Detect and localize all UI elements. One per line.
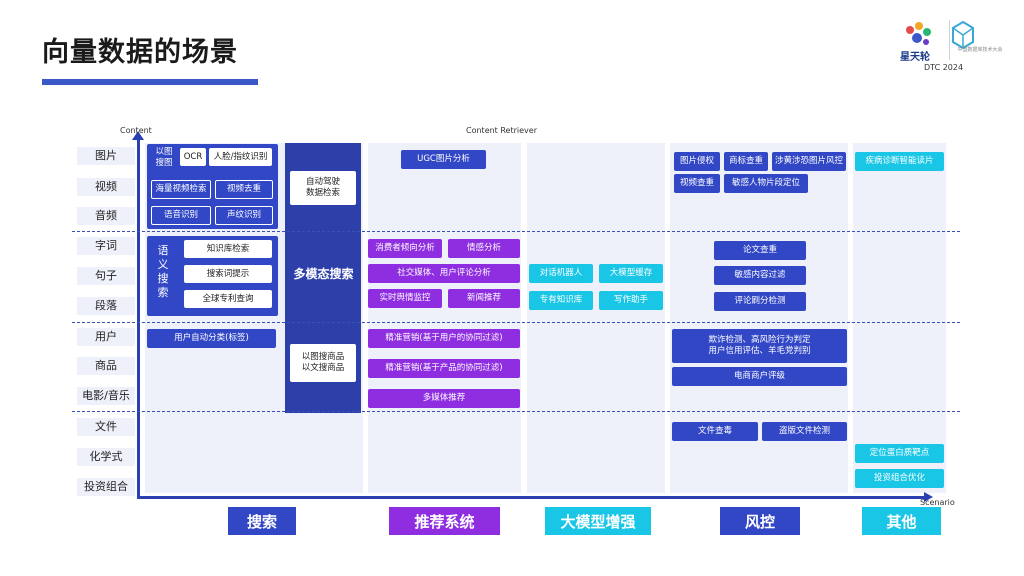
trademark-box: 商标查重 <box>724 152 768 171</box>
video-dedup-box: 视频去重 <box>215 180 273 199</box>
row-label: 文件 <box>77 418 135 436</box>
file-check-box: 文件查毒 <box>672 422 758 441</box>
row-label: 段落 <box>77 297 135 315</box>
column-recommend-bg <box>368 143 521 493</box>
org-name: 中国数据库技术大会 <box>957 47 1003 53</box>
goods-search-box: 以图搜商品 以文搜商品 <box>290 344 356 382</box>
semantic-search-label: 语 义 搜 索 <box>157 244 169 299</box>
separator-3 <box>72 411 960 412</box>
query-hint-box: 搜索词提示 <box>184 265 272 283</box>
protein-target-box: 定位蛋白质靶点 <box>855 444 944 463</box>
llm-cache-box: 大模型缓存 <box>599 264 663 283</box>
voiceprint-box: 声纹识别 <box>215 206 273 225</box>
fraud-detect-box: 欺诈检测、高风险行为判定 用户信用评估、羊毛党判别 <box>672 329 847 363</box>
user-classify-box: 用户自动分类(标签) <box>147 329 276 348</box>
row-label: 用户 <box>77 328 135 346</box>
row-label: 句子 <box>77 267 135 285</box>
chatbot-box: 对话机器人 <box>529 264 593 283</box>
title-underline <box>42 79 258 85</box>
category-risk: 风控 <box>720 507 800 535</box>
row-label: 音频 <box>77 207 135 225</box>
user-cf-box: 精准营销(基于用户的协同过滤) <box>368 329 520 348</box>
y-axis-label: Content <box>120 126 152 135</box>
row-label: 视频 <box>77 178 135 196</box>
separator-1 <box>72 231 960 232</box>
face-recognition-box: 人脸/指纹识别 <box>209 148 272 166</box>
logo-area <box>897 16 1009 76</box>
row-label: 电影/音乐 <box>77 387 135 405</box>
logo-divider <box>949 20 950 60</box>
item-cf-box: 精准营销(基于产品的协同过滤) <box>368 359 520 378</box>
separator-2 <box>72 322 960 323</box>
category-search: 搜索 <box>228 507 296 535</box>
kb-search-box: 知识库检索 <box>184 240 272 258</box>
img-copyright-box: 图片侵权 <box>674 152 720 171</box>
merchant-rating-box: 电商商户评级 <box>672 367 847 386</box>
speech-recognition-box: 语音识别 <box>151 206 211 225</box>
sensitive-person-box: 敏感人物片段定位 <box>724 174 808 193</box>
row-label: 投资组合 <box>77 478 135 496</box>
writing-assistant-box: 写作助手 <box>599 291 663 310</box>
category-recommend: 推荐系统 <box>389 507 500 535</box>
piracy-detect-box: 盗版文件检测 <box>762 422 847 441</box>
patent-search-box: 全球专利查询 <box>184 290 272 308</box>
column-other-bg <box>853 143 946 493</box>
brand-logo-icon <box>906 20 974 50</box>
y-axis-arrow <box>132 131 144 140</box>
social-analysis-box: 社交媒体、用户评论分析 <box>368 264 520 283</box>
row-label: 商品 <box>77 357 135 375</box>
sentiment-analysis-box: 情感分析 <box>448 239 520 258</box>
news-recommend-box: 新闻推荐 <box>448 289 520 308</box>
row-label: 字词 <box>77 237 135 255</box>
image-search-box: 以图 搜图 <box>150 147 178 169</box>
ocr-box: OCR <box>180 148 206 166</box>
consumer-analysis-box: 消费者倾向分析 <box>368 239 442 258</box>
public-opinion-box: 实时舆情监控 <box>368 289 442 308</box>
y-axis <box>137 137 140 499</box>
event-name: DTC 2024 <box>924 63 964 72</box>
row-label: 化学式 <box>77 448 135 466</box>
category-other: 其他 <box>862 507 941 535</box>
paper-dedup-box: 论文查重 <box>714 241 806 260</box>
porn-risk-box: 涉黄涉恐图片风控 <box>772 152 846 171</box>
column-llm-bg <box>527 143 665 493</box>
sensitive-filter-box: 敏感内容过滤 <box>714 266 806 285</box>
ugc-analysis-box: UGC图片分析 <box>401 150 486 169</box>
multimodal-search-label: 多模态搜索 <box>293 267 354 281</box>
video-search-box: 海量视频检索 <box>151 180 211 199</box>
x-axis-label: Scenario <box>920 498 955 507</box>
portfolio-opt-box: 投资组合优化 <box>855 469 944 488</box>
video-dedup-risk-box: 视频查重 <box>674 174 720 193</box>
media-recommend-box: 多媒体推荐 <box>368 389 520 408</box>
brand-name: 星天轮 <box>900 52 930 63</box>
row-label: 图片 <box>77 147 135 165</box>
page-title: 向量数据的场景 <box>42 37 238 68</box>
x-axis-arrow <box>924 492 933 502</box>
x-axis <box>137 496 927 499</box>
auto-drive-box: 自动驾驶 数据检索 <box>290 171 356 205</box>
medical-imaging-box: 疾病诊断智能读片 <box>855 152 944 171</box>
top-label: Content Retriever <box>466 126 537 135</box>
review-detect-box: 评论刷分检测 <box>714 292 806 311</box>
category-llm: 大模型增强 <box>545 507 651 535</box>
private-kb-box: 专有知识库 <box>529 291 593 310</box>
